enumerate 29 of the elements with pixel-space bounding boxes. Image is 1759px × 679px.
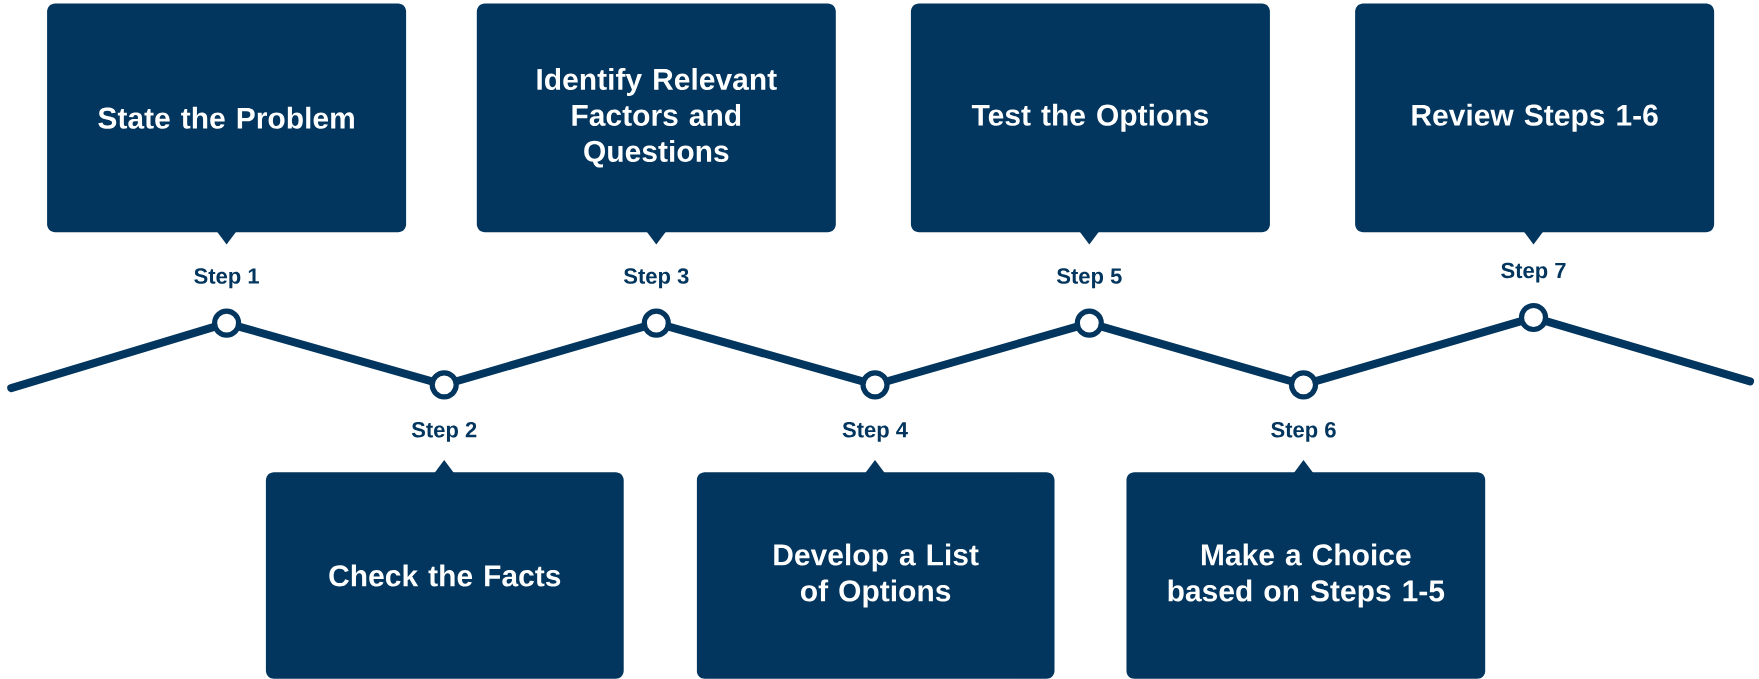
step-marker: [860, 370, 890, 400]
timeline-line: [666, 323, 865, 385]
step-label: Step 5: [1056, 268, 1122, 289]
timeline-line: [236, 323, 435, 385]
timeline-line: [1099, 323, 1294, 385]
timeline-line: [885, 323, 1080, 385]
timeline-line: [454, 323, 647, 385]
callout-box: Make a Choice based on Steps 1-5: [1126, 459, 1486, 679]
step-label: Step 2: [411, 421, 477, 442]
timeline-line: [1543, 317, 1755, 386]
timeline-line: [7, 323, 217, 393]
callout-box: Develop a List of Options: [696, 459, 1055, 679]
step-label: Step 4: [842, 421, 908, 442]
timeline-line: [1313, 317, 1524, 385]
callout-box: Review Steps 1-6: [1355, 3, 1715, 245]
step-marker: [429, 370, 459, 400]
step-marker: [641, 308, 671, 338]
callout-box: State the Problem: [47, 3, 407, 245]
step-marker: [1074, 308, 1104, 338]
step-label: Step 1: [194, 268, 259, 289]
step-marker: [1518, 302, 1549, 333]
callout-box: Check the Facts: [265, 459, 624, 679]
callout-box: Identify Relevant Factors and Questions: [476, 3, 836, 245]
step-marker: [212, 308, 242, 338]
step-label: Step 7: [1501, 262, 1566, 283]
step-label: Step 6: [1271, 421, 1336, 442]
step-label: Step 3: [623, 268, 689, 289]
step-marker: [1288, 370, 1319, 400]
callout-box: Test the Options: [910, 3, 1270, 245]
